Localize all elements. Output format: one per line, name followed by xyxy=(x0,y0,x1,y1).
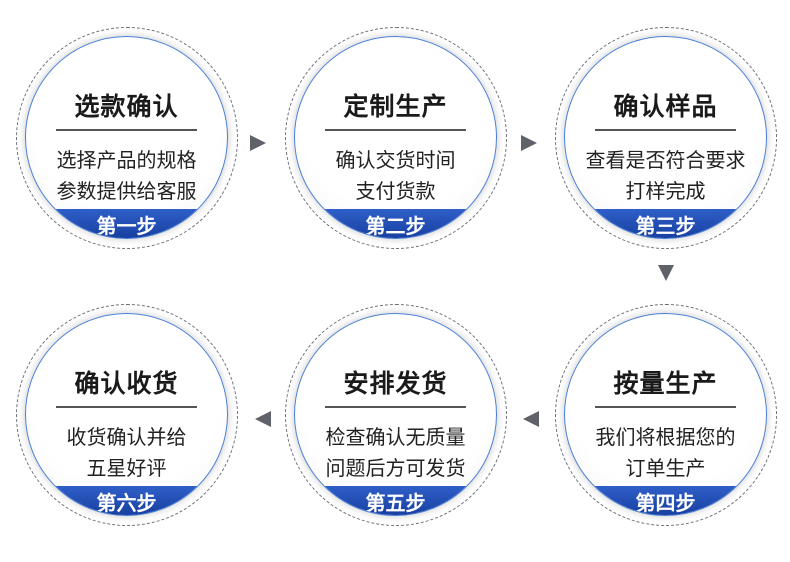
step-badge: 第五步 xyxy=(295,486,496,515)
description-line-1: 查看是否符合要求 xyxy=(585,148,746,172)
divider xyxy=(325,129,466,131)
step-title: 确认样品 xyxy=(613,92,718,121)
step-badge: 第二步 xyxy=(295,209,496,238)
step-1: 选款确认 选择产品的规格 参数提供给客服 第一步 xyxy=(16,27,238,249)
step-badge: 第六步 xyxy=(26,486,227,515)
arrow-right-icon xyxy=(521,135,537,151)
arrow-down-icon xyxy=(658,265,674,281)
step-badge: 第三步 xyxy=(565,209,766,238)
step-badge: 第一步 xyxy=(26,209,227,238)
step-title: 选款确认 xyxy=(74,92,179,121)
description-line-1: 收货确认并给 xyxy=(66,425,187,449)
description-line-1: 选择产品的规格 xyxy=(56,148,197,172)
step-1-circle: 选款确认 选择产品的规格 参数提供给客服 第一步 xyxy=(25,36,228,239)
step-5: 安排发货 检查确认无质量 问题后方可发货 第五步 xyxy=(285,304,507,526)
step-4: 按量生产 我们将根据您的 订单生产 第四步 xyxy=(555,304,777,526)
step-badge: 第四步 xyxy=(565,486,766,515)
step-description: 查看是否符合要求 打样完成 xyxy=(583,145,748,207)
step-2-circle: 定制生产 确认交货时间 支付货款 第二步 xyxy=(294,36,497,239)
arrow-left-icon xyxy=(523,411,539,427)
arrow-left-icon xyxy=(255,411,271,427)
divider xyxy=(56,129,197,131)
divider xyxy=(325,406,466,408)
step-description: 确认交货时间 支付货款 xyxy=(313,145,478,207)
description-line-2: 五星好评 xyxy=(86,456,167,480)
step-title: 确认收货 xyxy=(74,369,179,398)
description-line-2: 打样完成 xyxy=(625,179,706,203)
description-line-2: 问题后方可发货 xyxy=(325,456,466,480)
description-line-2: 支付货款 xyxy=(355,179,436,203)
description-line-1: 检查确认无质量 xyxy=(325,425,466,449)
step-6-circle: 确认收货 收货确认并给 五星好评 第六步 xyxy=(25,313,228,516)
description-line-1: 确认交货时间 xyxy=(335,148,456,172)
divider xyxy=(56,406,197,408)
step-5-circle: 安排发货 检查确认无质量 问题后方可发货 第五步 xyxy=(294,313,497,516)
step-6: 确认收货 收货确认并给 五星好评 第六步 xyxy=(16,304,238,526)
description-line-1: 我们将根据您的 xyxy=(595,425,736,449)
step-title: 定制生产 xyxy=(343,92,448,121)
description-line-2: 订单生产 xyxy=(625,456,706,480)
step-3: 确认样品 查看是否符合要求 打样完成 第三步 xyxy=(555,27,777,249)
step-3-circle: 确认样品 查看是否符合要求 打样完成 第三步 xyxy=(564,36,767,239)
step-description: 我们将根据您的 订单生产 xyxy=(583,422,748,484)
step-title: 安排发货 xyxy=(343,369,448,398)
step-4-circle: 按量生产 我们将根据您的 订单生产 第四步 xyxy=(564,313,767,516)
step-title: 按量生产 xyxy=(613,369,718,398)
step-description: 收货确认并给 五星好评 xyxy=(44,422,209,484)
arrow-right-icon xyxy=(250,135,266,151)
step-2: 定制生产 确认交货时间 支付货款 第二步 xyxy=(285,27,507,249)
description-line-2: 参数提供给客服 xyxy=(56,179,197,203)
step-description: 检查确认无质量 问题后方可发货 xyxy=(313,422,478,484)
divider xyxy=(595,406,736,408)
divider xyxy=(595,129,736,131)
step-description: 选择产品的规格 参数提供给客服 xyxy=(44,145,209,207)
